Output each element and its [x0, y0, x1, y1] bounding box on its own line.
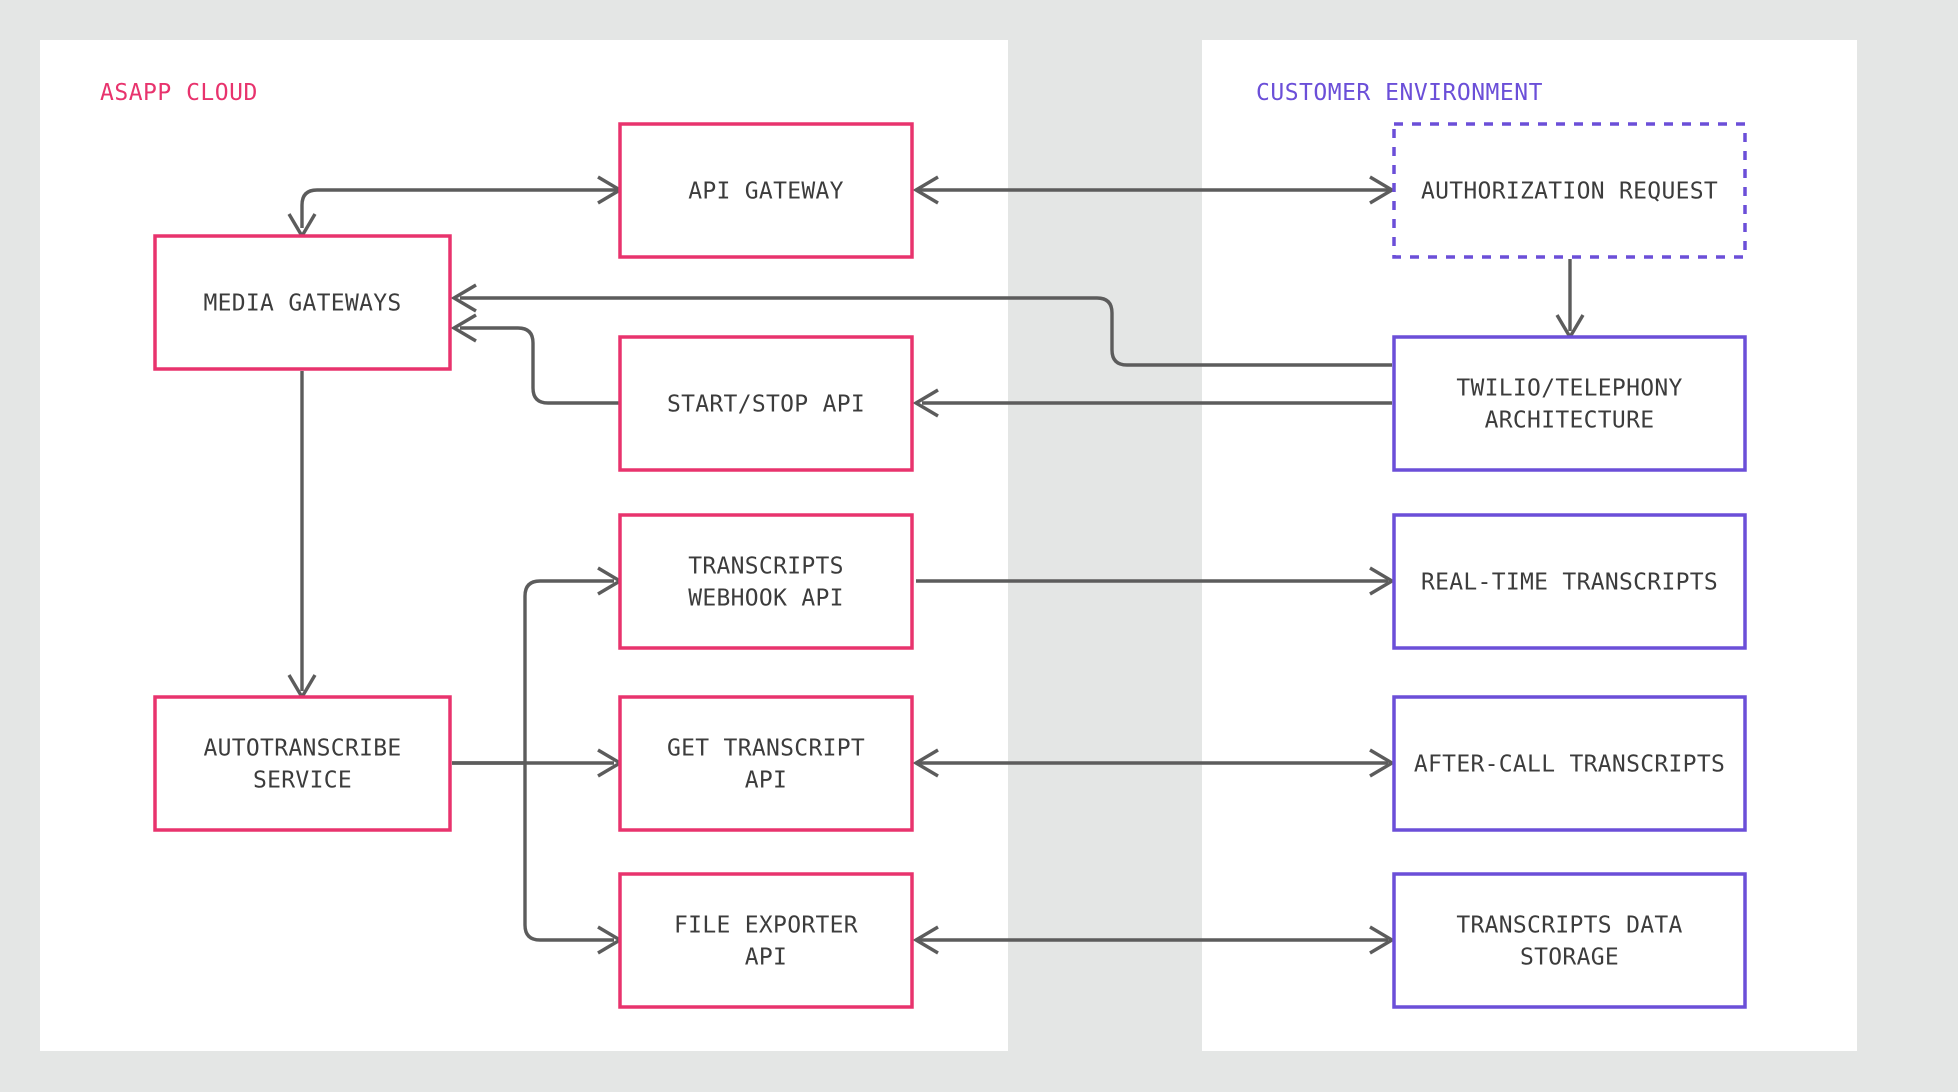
zone-label-asapp-cloud: ASAPP CLOUD [100, 80, 258, 106]
node-box-get-transcript-api[interactable] [618, 695, 914, 832]
edge-layer [287, 175, 1585, 955]
zone-label-layer: ASAPP CLOUD CUSTOMER ENVIRONMENT [100, 80, 1543, 106]
node-label-authorization-request: AUTHORIZATION REQUEST [1421, 179, 1718, 205]
edge-authorization-request-to-api-gateway-arrowhead-0 [912, 175, 939, 205]
edge-twilio-to-start-stop-api-arrowhead-0 [912, 388, 939, 418]
node-twilio-telephony-architecture[interactable]: TWILIO/TELEPHONY ARCHITECTURE [1392, 335, 1747, 472]
edge-get-transcript-api-to-after-call-transcripts [912, 748, 1396, 778]
node-box-real-time-transcripts[interactable] [1392, 513, 1747, 650]
node-label-file-exporter-api: API [745, 945, 787, 971]
edge-autotranscribe-service-to-transcripts-webhook-api-line [452, 579, 614, 765]
edge-twilio-to-media-gateways [450, 283, 1392, 367]
node-box-transcripts-webhook-api[interactable] [618, 513, 914, 650]
node-start-stop-api[interactable]: START/STOP API [618, 335, 914, 472]
node-box-after-call-transcripts[interactable] [1392, 695, 1747, 832]
node-label-autotranscribe-service: SERVICE [253, 768, 352, 794]
edge-file-exporter-api-to-transcripts-data-storage-arrowhead-1 [1369, 925, 1396, 955]
node-box-media-gateways[interactable] [153, 234, 452, 371]
edge-start-stop-api-to-media-gateways-line [460, 326, 620, 405]
node-label-transcripts-data-storage: STORAGE [1520, 945, 1619, 971]
node-label-twilio-telephony-architecture: ARCHITECTURE [1485, 408, 1655, 434]
node-authorization-request[interactable]: AUTHORIZATION REQUEST [1392, 122, 1747, 259]
node-label-media-gateways: MEDIA GATEWAYS [203, 291, 401, 317]
edge-autotranscribe-service-to-file-exporter-api-line [523, 763, 614, 942]
edge-start-stop-api-to-media-gateways [450, 313, 620, 405]
node-box-start-stop-api[interactable] [618, 335, 914, 472]
edge-transcripts-webhook-api-to-real-time-transcripts-arrowhead-0 [1369, 566, 1396, 596]
node-media-gateways[interactable]: MEDIA GATEWAYS [153, 234, 452, 371]
node-box-file-exporter-api[interactable] [618, 872, 914, 1009]
node-get-transcript-api[interactable]: GET TRANSCRIPT API [618, 695, 914, 832]
node-label-start-stop-api: START/STOP API [667, 392, 865, 418]
node-label-api-gateway: API GATEWAY [688, 179, 844, 205]
node-autotranscribe-service[interactable]: AUTOTRANSCRIBE SERVICE [153, 695, 452, 832]
node-box-autotranscribe-service[interactable] [153, 695, 452, 832]
edge-authorization-request-to-api-gateway-arrowhead-1 [1369, 175, 1396, 205]
node-label-transcripts-webhook-api: WEBHOOK API [688, 586, 844, 612]
node-label-real-time-transcripts: REAL-TIME TRANSCRIPTS [1421, 570, 1718, 596]
node-real-time-transcripts[interactable]: REAL-TIME TRANSCRIPTS [1392, 513, 1747, 650]
edge-twilio-to-media-gateways-arrowhead-0 [450, 283, 477, 313]
node-box-transcripts-data-storage[interactable] [1392, 872, 1747, 1009]
edge-file-exporter-api-to-transcripts-data-storage-arrowhead-0 [912, 925, 939, 955]
edge-twilio-to-start-stop-api [912, 388, 1392, 418]
node-label-twilio-telephony-architecture: TWILIO/TELEPHONY [1456, 376, 1682, 402]
edge-start-stop-api-to-media-gateways-arrowhead-0 [450, 313, 477, 343]
edge-api-gateway-to-media-gateways-line [300, 188, 620, 228]
edge-authorization-request-to-api-gateway [912, 175, 1396, 205]
node-label-after-call-transcripts: AFTER-CALL TRANSCRIPTS [1414, 752, 1725, 778]
node-after-call-transcripts[interactable]: AFTER-CALL TRANSCRIPTS [1392, 695, 1747, 832]
edge-transcripts-webhook-api-to-real-time-transcripts [916, 566, 1396, 596]
node-layer: MEDIA GATEWAYS AUTOTRANSCRIBE SERVICE API G… [153, 122, 1747, 1009]
zone-label-customer-environment: CUSTOMER ENVIRONMENT [1256, 80, 1543, 106]
node-label-autotranscribe-service: AUTOTRANSCRIBE [203, 736, 401, 762]
edge-get-transcript-api-to-after-call-transcripts-arrowhead-1 [1369, 748, 1396, 778]
node-box-api-gateway[interactable] [618, 122, 914, 259]
node-label-file-exporter-api: FILE EXPORTER [674, 913, 858, 939]
node-transcripts-webhook-api[interactable]: TRANSCRIPTS WEBHOOK API [618, 513, 914, 650]
node-label-get-transcript-api: GET TRANSCRIPT [667, 736, 865, 762]
node-api-gateway[interactable]: API GATEWAY [618, 122, 914, 259]
edge-file-exporter-api-to-transcripts-data-storage [912, 925, 1396, 955]
node-box-authorization-request[interactable] [1392, 122, 1747, 259]
node-box-twilio-telephony-architecture[interactable] [1392, 335, 1747, 472]
edge-twilio-to-media-gateways-line [460, 296, 1392, 367]
node-label-transcripts-data-storage: TRANSCRIPTS DATA [1456, 913, 1682, 939]
node-label-get-transcript-api: API [745, 768, 787, 794]
node-transcripts-data-storage[interactable]: TRANSCRIPTS DATA STORAGE [1392, 872, 1747, 1009]
node-label-transcripts-webhook-api: TRANSCRIPTS [688, 554, 844, 580]
edge-get-transcript-api-to-after-call-transcripts-arrowhead-0 [912, 748, 939, 778]
node-file-exporter-api[interactable]: FILE EXPORTER API [618, 872, 914, 1009]
